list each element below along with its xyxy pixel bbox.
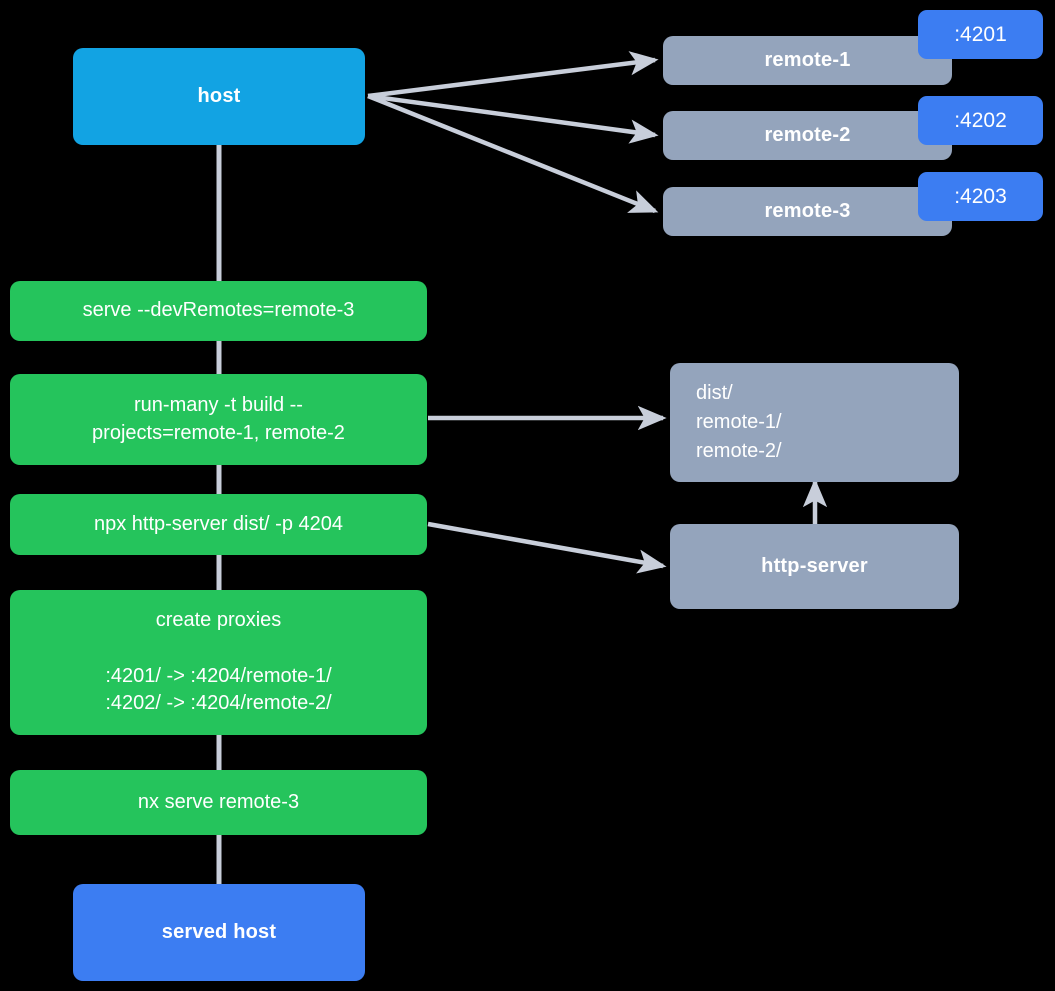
command-npx-http-server[interactable]: npx http-server dist/ -p 4204 xyxy=(10,494,427,555)
command-nx-serve-remote-3[interactable]: nx serve remote-3 xyxy=(10,770,427,835)
node-remote-1-label: remote-1 xyxy=(764,48,851,71)
node-dist-folder[interactable]: dist/ remote-1/ remote-2/ xyxy=(670,363,959,482)
node-host-label: host xyxy=(197,84,241,107)
command-run-many-build-label: run-many -t build -- projects=remote-1, … xyxy=(92,393,345,444)
node-remote-3[interactable]: remote-3 xyxy=(663,187,952,236)
node-host[interactable]: host xyxy=(73,48,365,145)
command-serve-devremotes-label: serve --devRemotes=remote-3 xyxy=(82,299,355,322)
node-dist-folder-label: dist/ remote-1/ remote-2/ xyxy=(696,382,782,462)
node-http-server[interactable]: http-server xyxy=(670,524,959,609)
command-npx-http-server-label: npx http-server dist/ -p 4204 xyxy=(93,512,343,535)
command-serve-devremotes[interactable]: serve --devRemotes=remote-3 xyxy=(10,281,427,341)
node-remote-2-label: remote-2 xyxy=(764,123,851,146)
port-badge-remote-2: :4202 xyxy=(918,96,1043,145)
command-create-proxies-label: create proxies :4201/ -> :4204/remote-1/… xyxy=(105,609,332,715)
node-remote-2[interactable]: remote-2 xyxy=(663,111,952,160)
edge-host-to-remote-2 xyxy=(367,93,659,144)
port-badge-remote-3: :4203 xyxy=(918,172,1043,221)
node-remote-1[interactable]: remote-1 xyxy=(663,36,952,85)
node-served-host[interactable]: served host xyxy=(73,884,365,981)
node-served-host-label: served host xyxy=(161,920,277,943)
command-run-many-build[interactable]: run-many -t build -- projects=remote-1, … xyxy=(10,374,427,465)
node-http-server-label: http-server xyxy=(761,554,868,577)
port-badge-remote-3-label: :4203 xyxy=(954,184,1007,208)
edge-host-to-remote-1 xyxy=(367,51,659,99)
command-nx-serve-remote-3-label: nx serve remote-3 xyxy=(137,790,300,813)
port-badge-remote-1-label: :4201 xyxy=(954,22,1007,46)
edge-host-to-remote-3 xyxy=(367,93,659,214)
command-create-proxies[interactable]: create proxies :4201/ -> :4204/remote-1/… xyxy=(10,590,427,735)
port-badge-remote-2-label: :4202 xyxy=(954,108,1007,132)
edge-npx-to-httpserver xyxy=(427,521,667,574)
node-remote-3-label: remote-3 xyxy=(764,199,851,222)
port-badge-remote-1: :4201 xyxy=(918,10,1043,59)
